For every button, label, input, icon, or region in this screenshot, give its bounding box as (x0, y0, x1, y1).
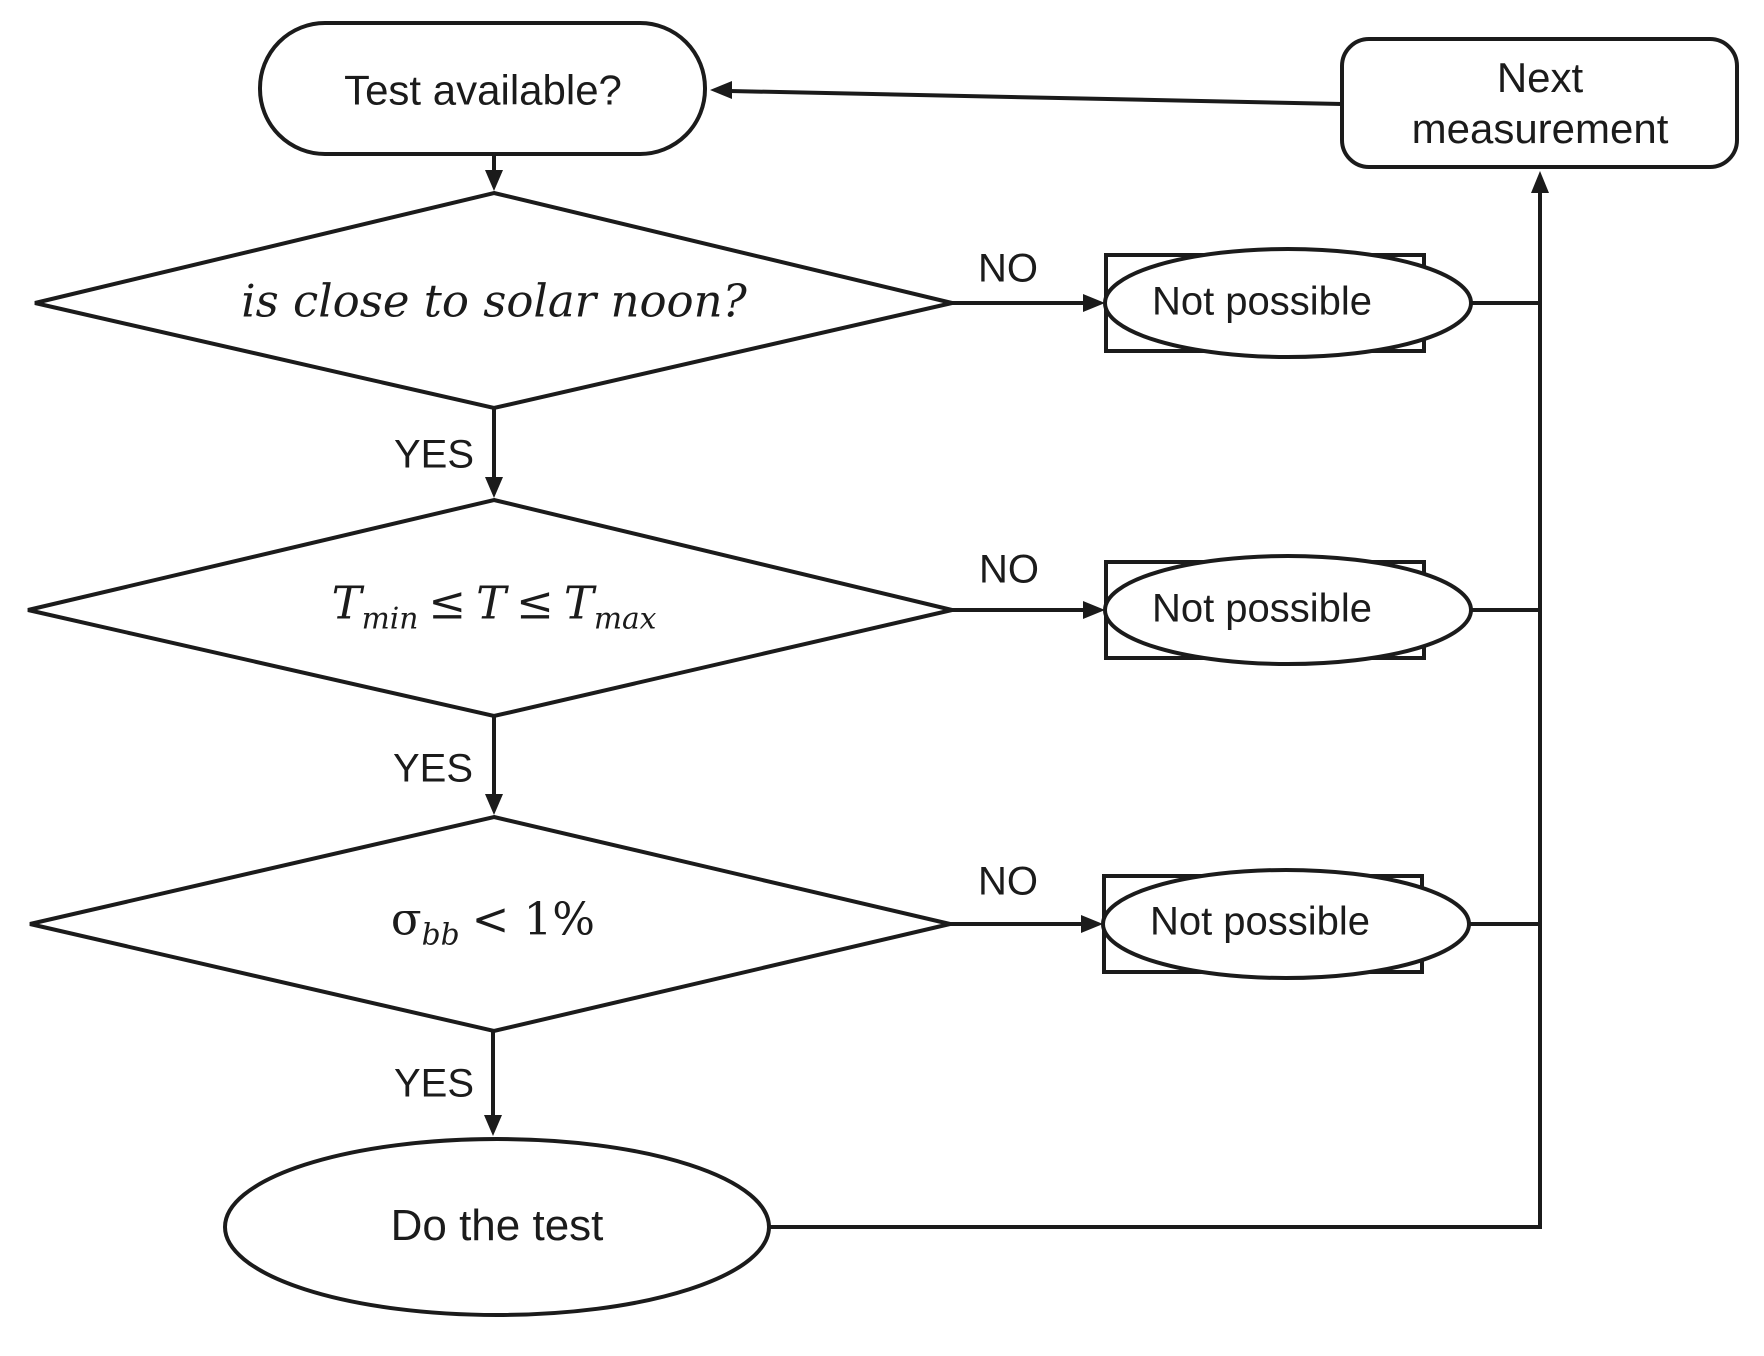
temp-symbol: T (476, 576, 507, 630)
connector-yes-1 (485, 408, 503, 498)
decision2-diamond-shape (27, 497, 953, 719)
arrowhead-down-icon (485, 794, 503, 815)
decision1-diamond-shape (34, 190, 953, 411)
connector-no-2 (952, 601, 1105, 619)
not-possible-ellipse-shape (1103, 554, 1473, 666)
decision2-temperature-label: Tmin≤T≤Tmax (331, 576, 657, 634)
temp-subscript-min: min (361, 601, 419, 637)
sigma-subscript-bb: bb (421, 917, 460, 953)
connector-next-to-start (710, 81, 1343, 106)
no-label-3: NO (978, 859, 1038, 904)
start-node-label: Test available? (344, 66, 622, 114)
arrowhead-down-icon (485, 477, 503, 498)
lte-operator: ≤ (516, 576, 554, 630)
arrowhead-right-icon (1081, 915, 1103, 933)
not-possible-label-1: Not possible (1151, 279, 1373, 324)
lte-operator: ≤ (428, 576, 467, 630)
connector-no-3 (950, 915, 1103, 933)
not-possible-node-2 (1103, 554, 1473, 666)
arrowhead-right-icon (1083, 601, 1105, 619)
no-label-1: NO (978, 246, 1038, 291)
connector-return-trunk (769, 171, 1549, 1229)
not-possible-label-3: Not possible (1149, 899, 1371, 944)
not-possible-node-3 (1101, 868, 1471, 980)
yes-label-3: YES (393, 1061, 475, 1106)
temp-symbol: T (563, 576, 594, 630)
do-test-node-shape (223, 1137, 771, 1317)
temp-symbol: T (331, 576, 362, 630)
not-possible-ellipse-shape (1101, 868, 1471, 980)
yes-label-1: YES (393, 432, 475, 477)
arrowhead-left-icon (710, 81, 732, 99)
next-measurement-line2: measurement (1411, 105, 1669, 152)
temp-subscript-max: max (593, 601, 657, 637)
connector-no-1 (952, 294, 1105, 312)
not-possible-node-1 (1103, 247, 1473, 359)
next-measurement-label: Next measurement (1412, 52, 1669, 154)
decision3-diamond-shape (29, 814, 951, 1034)
no-label-2: NO (979, 547, 1039, 592)
connector-yes-3 (484, 1031, 502, 1136)
sigma-condition: < 1% (471, 892, 596, 946)
decision1-solar-noon-label: is close to solar noon? (241, 274, 747, 328)
trunk-line (769, 192, 1542, 1229)
connector-yes-2 (485, 716, 503, 815)
not-possible-label-2: Not possible (1151, 586, 1373, 631)
next-measurement-line1: Next (1496, 53, 1584, 101)
yes-label-2: YES (392, 746, 474, 791)
next-measurement-node-shape (1340, 37, 1739, 169)
not-possible-ellipse-shape (1103, 247, 1473, 359)
arrowhead-down-icon (484, 1115, 502, 1136)
decision3-sigma-label: σbb < 1% (390, 892, 596, 950)
arrowhead-down-icon (485, 170, 503, 191)
start-node-shape (258, 21, 707, 156)
arrowhead-right-icon (1083, 294, 1105, 312)
arrowhead-up-icon (1531, 171, 1549, 193)
connector-start-to-decision1 (485, 154, 503, 191)
do-test-label: Do the test (390, 1201, 604, 1251)
sigma-symbol: σ (390, 892, 422, 946)
connector-line (729, 89, 1343, 106)
